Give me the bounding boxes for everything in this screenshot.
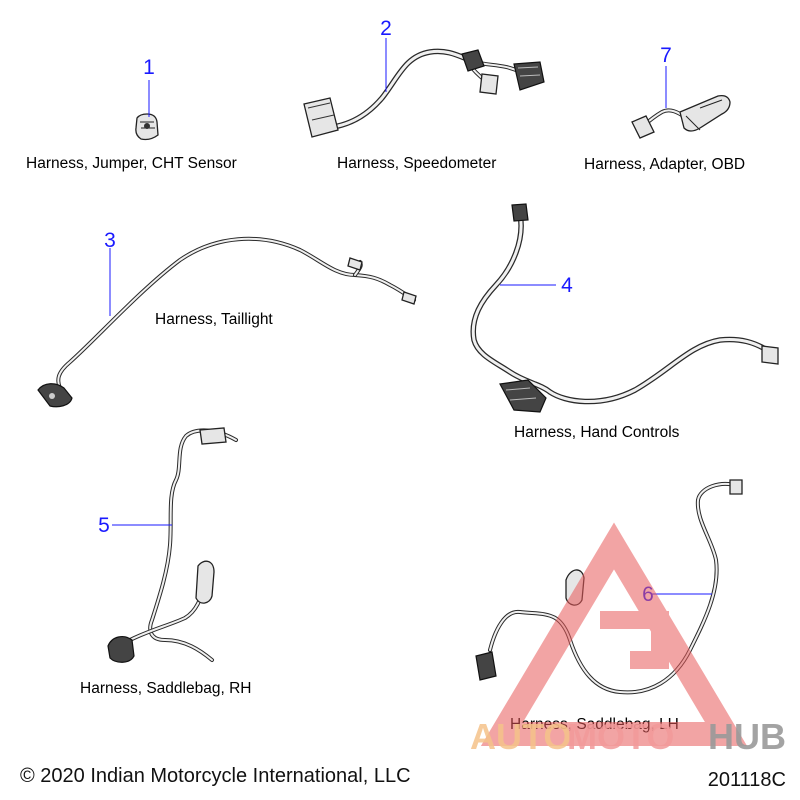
part-6-harness-saddlebag-lh — [475, 479, 743, 695]
part-2-label: Harness, Speedometer — [337, 155, 496, 172]
watermark-word-hub: HUB — [708, 716, 786, 757]
watermark-word-auto: AUTO — [470, 716, 571, 757]
callout-1-number: 1 — [143, 56, 155, 79]
part-5-label: Harness, Saddlebag, RH — [80, 680, 251, 697]
part-4-label: Harness, Hand Controls — [514, 424, 680, 441]
part-4-harness-hand-controls — [470, 203, 779, 413]
callout-4-number: 4 — [561, 274, 573, 297]
watermark-word-moto: MOTO — [567, 716, 674, 757]
watermark-triangle-icon — [480, 522, 748, 746]
hand-controls-switch-block — [499, 379, 547, 413]
callout-3-number: 3 — [104, 229, 116, 252]
part-1-label: Harness, Jumper, CHT Sensor — [26, 155, 237, 172]
obd-small-connector — [631, 115, 655, 139]
part-7-harness-adapter-obd — [631, 94, 731, 139]
speedometer-branch-connector-a — [479, 73, 499, 95]
part-7-label: Harness, Adapter, OBD — [584, 156, 745, 173]
saddlebag-rh-grommet — [195, 560, 215, 604]
saddlebag-lh-connector — [475, 651, 497, 681]
saddlebag-rh-connector — [107, 636, 135, 663]
taillight-connector — [37, 383, 73, 408]
hand-controls-right-connector — [761, 345, 779, 365]
copyright-text: © 2020 Indian Motorcycle International, … — [20, 765, 411, 787]
automotohub-watermark — [480, 522, 748, 746]
callout-7-number: 7 — [660, 44, 672, 67]
diagram-id: 201118C — [708, 769, 786, 791]
part-5-harness-saddlebag-rh — [107, 427, 238, 663]
part-1-harness-jumper-cht-sensor — [135, 113, 159, 141]
part-3-harness-taillight — [37, 236, 417, 408]
part-3-label: Harness, Taillight — [155, 311, 273, 328]
callout-5-number: 5 — [98, 514, 110, 537]
hand-controls-top-connector — [511, 203, 529, 222]
callout-2-number: 2 — [380, 17, 392, 40]
obd-large-connector — [679, 94, 731, 132]
part-2-harness-speedometer — [303, 48, 545, 138]
